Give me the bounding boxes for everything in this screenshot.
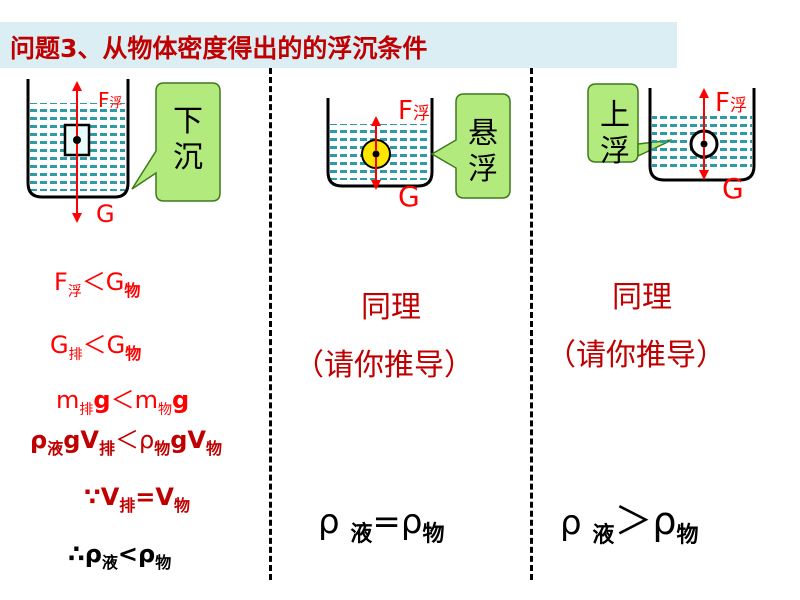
title-bar xyxy=(0,22,677,68)
result-right: ρ 液＞ρ物 xyxy=(560,499,699,548)
formula-4: ρ液gV排＜ρ物gV物 xyxy=(30,426,223,458)
result-middle: ρ 液=ρ物 xyxy=(318,502,445,547)
formula-6: ∴ρ液<ρ物 xyxy=(68,540,172,572)
formula-3: m排g＜m物g xyxy=(56,386,190,418)
beaker-float xyxy=(648,88,756,182)
same-reason-right: 同理 xyxy=(612,280,672,315)
speech-bubble-sink xyxy=(131,82,221,202)
formula-2: G排＜G物 xyxy=(50,331,142,363)
divider-left xyxy=(269,68,272,580)
label-f-float-sink: F浮 xyxy=(98,88,123,112)
center-dot xyxy=(73,136,81,144)
bubble-text-sink: 下沉 xyxy=(173,104,203,175)
label-g-suspend: G xyxy=(398,180,420,213)
suspend-diagram xyxy=(326,93,511,199)
same-reason-middle: 同理 xyxy=(361,290,421,325)
label-f-float-suspend: F浮 xyxy=(398,96,430,126)
bubble-text-float: 上浮 xyxy=(600,98,630,169)
page-title: 问题3、从物体密度得出的的浮沉条件 xyxy=(10,34,428,63)
derive-hint-right: （请你推导） xyxy=(546,338,726,373)
formula-5: ∵V排=V物 xyxy=(84,483,190,515)
formula-1: F浮＜G物 xyxy=(54,268,141,300)
derive-hint-middle: （请你推导） xyxy=(294,348,474,383)
sink-diagram xyxy=(26,79,221,223)
divider-right xyxy=(530,68,533,580)
label-g-sink: G xyxy=(96,200,115,228)
label-f-float-float: F浮 xyxy=(715,88,747,118)
label-g-float: G xyxy=(722,172,744,205)
speech-bubble-suspend xyxy=(430,93,511,199)
bubble-text-suspend: 悬浮 xyxy=(468,116,498,187)
float-diagram xyxy=(587,83,756,182)
